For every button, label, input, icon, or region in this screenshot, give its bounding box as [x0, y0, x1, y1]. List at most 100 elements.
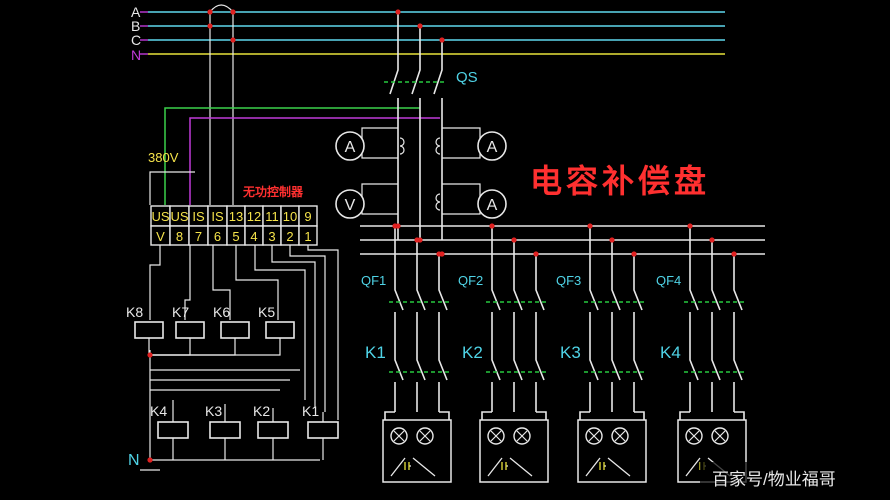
indicator-lamp-1: [416, 427, 434, 445]
controller-label: 无功控制器: [242, 184, 304, 199]
relay-coil-top-3: [265, 321, 295, 339]
terminal-top-label: IS: [211, 209, 224, 224]
out-wire-k5: [235, 245, 279, 320]
capacitor-box: [382, 419, 452, 483]
main-switch-qs: QS: [384, 12, 478, 240]
branch-bus: [360, 225, 765, 255]
indicator-lamp-0: [585, 427, 603, 445]
ct1-return: [361, 146, 398, 159]
branch-pole: [491, 226, 501, 412]
breaker-label: QF2: [458, 273, 483, 288]
junction-dot: [230, 9, 236, 15]
junction-dot: [207, 9, 213, 15]
branch-pole: [689, 226, 699, 412]
ammeter-3: [477, 189, 507, 219]
feed-loop: [209, 4, 234, 13]
junction-dot: [439, 251, 445, 257]
phase-label-c: C: [131, 32, 141, 48]
branch-pole: [711, 240, 721, 412]
indicator-lamp-cross: [490, 430, 502, 442]
out-wire-k1: [307, 245, 339, 420]
cap-lead: [384, 411, 450, 420]
out-wire-k7: [184, 245, 191, 320]
phase-label-b: B: [131, 18, 140, 34]
ct2-coil: [435, 137, 441, 155]
ct1-lead: [361, 127, 398, 146]
qs-pole-3: [433, 40, 443, 240]
terminal-top-label: US: [151, 209, 169, 224]
indicator-lamp-1: [513, 427, 531, 445]
capacitor-symbol: [487, 457, 533, 477]
qs-label: QS: [456, 69, 478, 86]
indicator-lamp-cross: [393, 430, 405, 442]
terminal-bottom-label: 1: [304, 229, 311, 244]
junction-dot: [533, 251, 539, 257]
indicator-lamp-1: [611, 427, 629, 445]
capacitor-symbol: [390, 457, 436, 477]
relay-coil-top-label: K5: [258, 304, 275, 320]
indicator-lamp-cross: [714, 430, 726, 442]
relay-coil-bottom-label: K1: [302, 403, 319, 419]
vm-return: [361, 204, 398, 215]
relay-coil-top-0: [134, 321, 164, 339]
control-feed-wires: 380V: [148, 4, 440, 205]
controller-output-wiring: N: [128, 245, 339, 471]
terminal-top-label: 13: [229, 209, 243, 224]
terminal-top-label: US: [170, 209, 188, 224]
branch-pole: [733, 254, 743, 412]
branch-pole: [416, 240, 426, 412]
terminal-top-label: 9: [304, 209, 311, 224]
capacitor-box: [577, 419, 647, 483]
coil-return-top: [150, 338, 236, 356]
branch-pole: [438, 254, 448, 412]
junction-dot: [207, 23, 213, 29]
magenta-control-line: [189, 117, 440, 205]
ammeter-1-label: A: [345, 139, 356, 156]
contactor-label: K2: [462, 343, 483, 362]
capacitor-box: [479, 419, 549, 483]
voltmeter: [335, 189, 365, 219]
coil-return-top: [150, 338, 191, 356]
voltage-label: 380V: [148, 150, 179, 165]
branch-pole: [535, 254, 545, 412]
junction-dot: [609, 237, 615, 243]
indicator-lamp-1: [711, 427, 729, 445]
cap-lead: [579, 411, 645, 420]
ct3-coil: [435, 193, 441, 211]
branch-pole: [611, 240, 621, 412]
relay-coil-top-label: K7: [172, 304, 189, 320]
junction-dot: [439, 37, 445, 43]
cap-lead: [481, 411, 547, 420]
ct2-lead: [442, 127, 481, 146]
coil-return-top: [150, 338, 281, 356]
junction-dot: [709, 237, 715, 243]
junction-dot: [147, 352, 153, 358]
watermark-backdrop: [700, 462, 890, 500]
junction-dot: [395, 223, 401, 229]
indicator-lamp-0: [487, 427, 505, 445]
terminal-top-label: 11: [265, 209, 279, 224]
capacitor-plates: [404, 462, 410, 470]
return-wires: [150, 369, 300, 391]
terminal-bottom-label: 7: [195, 229, 202, 244]
junction-dot: [587, 223, 593, 229]
capacitor-plates: [501, 462, 507, 470]
diagram-title: 电容补偿盘: [530, 163, 710, 199]
voltmeter-label: V: [345, 197, 356, 214]
relay-coil-top-label: K8: [126, 304, 143, 320]
indicator-lamp-cross: [688, 430, 700, 442]
relay-coil-top-label: K6: [213, 304, 230, 320]
terminal-top-label: 10: [283, 209, 297, 224]
breaker-label: QF1: [361, 273, 386, 288]
watermark-text: 百家号/物业福哥: [712, 470, 836, 489]
terminal-bottom-label: 3: [268, 229, 275, 244]
relay-coil-bottom-2: [257, 421, 289, 439]
junction-dot: [511, 237, 517, 243]
junction-dot: [147, 457, 153, 463]
